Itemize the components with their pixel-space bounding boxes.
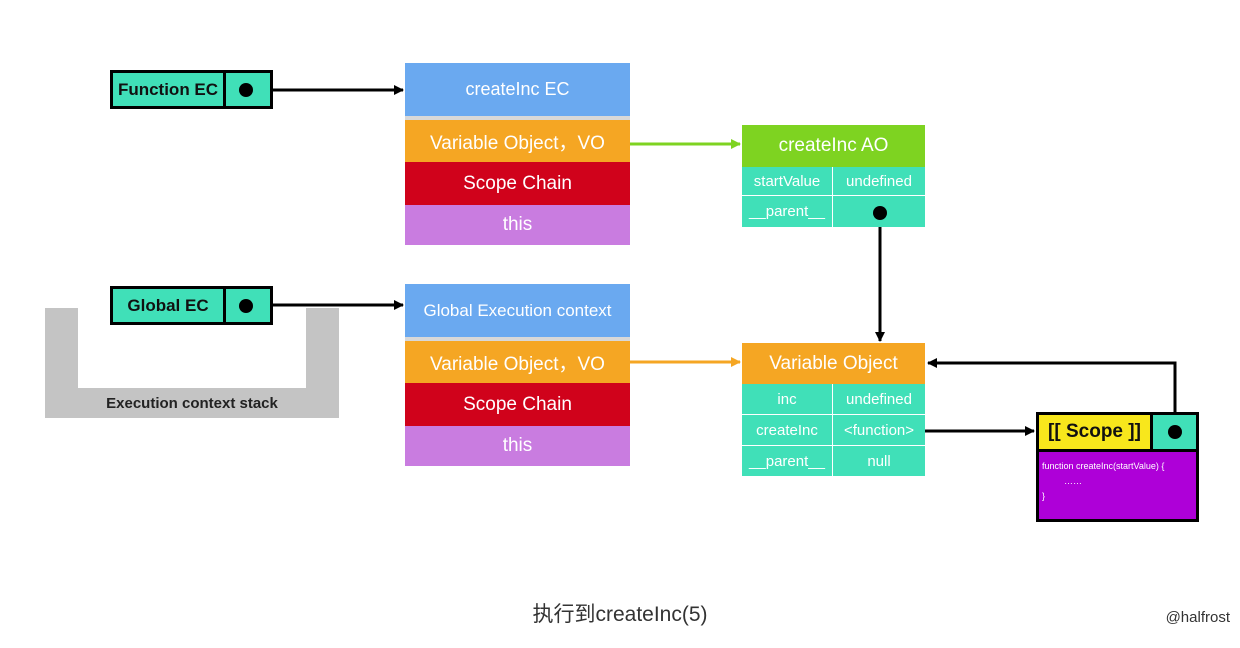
variable-object-key-createinc: createInc (742, 415, 833, 446)
variable-object-key-parent: __parent__ (742, 446, 833, 476)
createinc-ec-separator (405, 116, 630, 120)
function-ec-label: Function EC (113, 73, 226, 106)
pointer-dot (239, 298, 253, 313)
scope-label-cell: [[ Scope ]] (1039, 415, 1153, 449)
global-exec-separator (405, 337, 630, 341)
createinc-ao-key-parent: __parent__ (742, 196, 833, 227)
global-ec-pointer (226, 289, 270, 322)
global-exec-title: Global Execution context (405, 284, 630, 337)
arrow-scope-to-variable-object (927, 358, 1177, 431)
createinc-ao-value-parent (833, 196, 925, 227)
stack-bottom: Execution context stack (45, 388, 339, 418)
function-ec-box: Function EC (110, 70, 273, 109)
global-exec-vo: Variable Object，VO (405, 341, 630, 383)
variable-object-title: Variable Object (742, 343, 925, 384)
scope-pointer-cell (1153, 415, 1196, 449)
global-exec-this: this (405, 426, 630, 466)
parent-pointer-dot (873, 206, 887, 220)
function-code: function createInc(startValue) { …… } (1042, 459, 1194, 504)
function-ec-pointer (226, 73, 270, 106)
createinc-ao-key-startvalue: startValue (742, 167, 833, 196)
code-line-1: function createInc(startValue) { (1042, 461, 1165, 471)
createinc-ao-value-startvalue: undefined (833, 167, 925, 196)
global-ec-box: Global EC (110, 286, 273, 325)
createinc-ec-vo: Variable Object，VO (405, 120, 630, 162)
scope-pointer-dot (1168, 425, 1182, 439)
pointer-dot (239, 82, 253, 97)
variable-object-value-createinc: <function> (833, 415, 925, 446)
createinc-ec-title: createInc EC (405, 63, 630, 116)
stack-label: Execution context stack (106, 394, 278, 412)
code-line-3: } (1042, 491, 1046, 501)
variable-object-value-parent: null (833, 446, 925, 476)
variable-object-value-inc: undefined (833, 384, 925, 415)
createinc-ao-title: createInc AO (742, 125, 925, 167)
createinc-ec-scope-chain: Scope Chain (405, 162, 630, 205)
createinc-ec-this: this (405, 205, 630, 245)
variable-object-key-inc: inc (742, 384, 833, 415)
watermark: @halfrost (1165, 609, 1230, 626)
scope-header: [[ Scope ]] (1039, 415, 1196, 452)
scope-label: [[ Scope ]] (1048, 421, 1141, 442)
code-line-2: …… (1064, 476, 1082, 486)
execution-context-stack: Execution context stack (45, 308, 339, 418)
global-ec-label: Global EC (113, 289, 226, 322)
global-exec-scope-chain: Scope Chain (405, 383, 630, 426)
function-object-box: [[ Scope ]] function createInc(startValu… (1036, 412, 1199, 522)
caption: 执行到createInc(5) (532, 603, 708, 626)
